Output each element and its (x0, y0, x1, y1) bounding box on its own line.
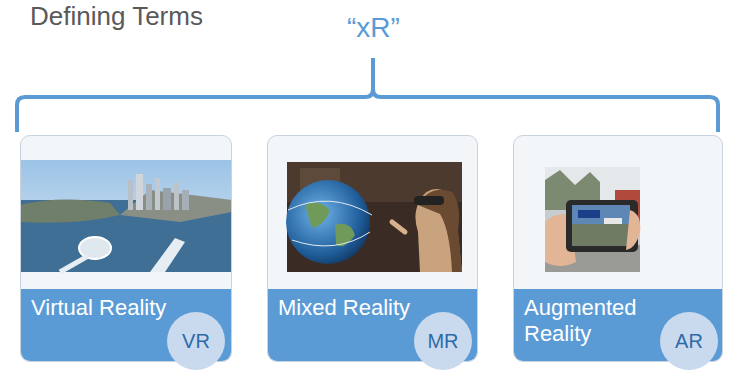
term-name: Mixed Reality (268, 289, 418, 321)
bracket (17, 58, 718, 132)
abbreviation-circle: VR (167, 312, 225, 370)
abbreviation: AR (675, 330, 703, 353)
vr-picture (20, 160, 232, 272)
slide-title: Defining Terms (30, 1, 203, 32)
abbreviation-circle: MR (414, 312, 472, 370)
abbreviation: VR (182, 330, 210, 353)
mr-picture (286, 162, 462, 272)
term-card: Augmented RealityAR (513, 135, 723, 362)
term-name: Virtual Reality (21, 289, 171, 321)
term-card: Mixed RealityMR (267, 135, 478, 362)
ar-picture (545, 167, 640, 272)
term-name: Augmented Reality (514, 289, 664, 347)
term-card: Virtual RealityVR (20, 135, 232, 362)
abbreviation: MR (427, 330, 458, 353)
abbreviation-circle: AR (660, 312, 718, 370)
umbrella-term: “xR” (347, 12, 400, 44)
